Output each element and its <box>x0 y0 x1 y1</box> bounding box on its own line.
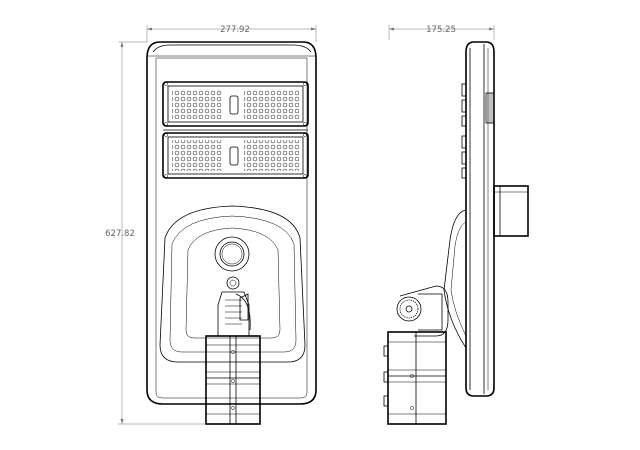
side-led-ridges <box>461 83 467 179</box>
height-label: 627.82 <box>105 229 135 239</box>
side-back-box <box>493 185 529 237</box>
side-pole-clamp <box>383 331 447 425</box>
front-width-label: 277.92 <box>220 25 250 35</box>
height-dimension: 627.82 <box>105 41 206 425</box>
side-view <box>383 41 529 425</box>
side-heat-fins <box>485 92 495 124</box>
led-module-bottom <box>162 132 309 179</box>
front-pole-clamp <box>205 335 261 425</box>
side-bracket <box>396 285 449 337</box>
depth-dimension: 175.25 <box>388 25 495 40</box>
width-dimension: 277.92 <box>146 25 317 42</box>
front-mount-arm <box>217 291 251 337</box>
side-depth-label: 175.25 <box>426 25 456 35</box>
led-module-top <box>162 81 309 127</box>
front-shield <box>159 205 306 363</box>
front-view <box>146 41 317 425</box>
front-sensor <box>214 236 250 272</box>
